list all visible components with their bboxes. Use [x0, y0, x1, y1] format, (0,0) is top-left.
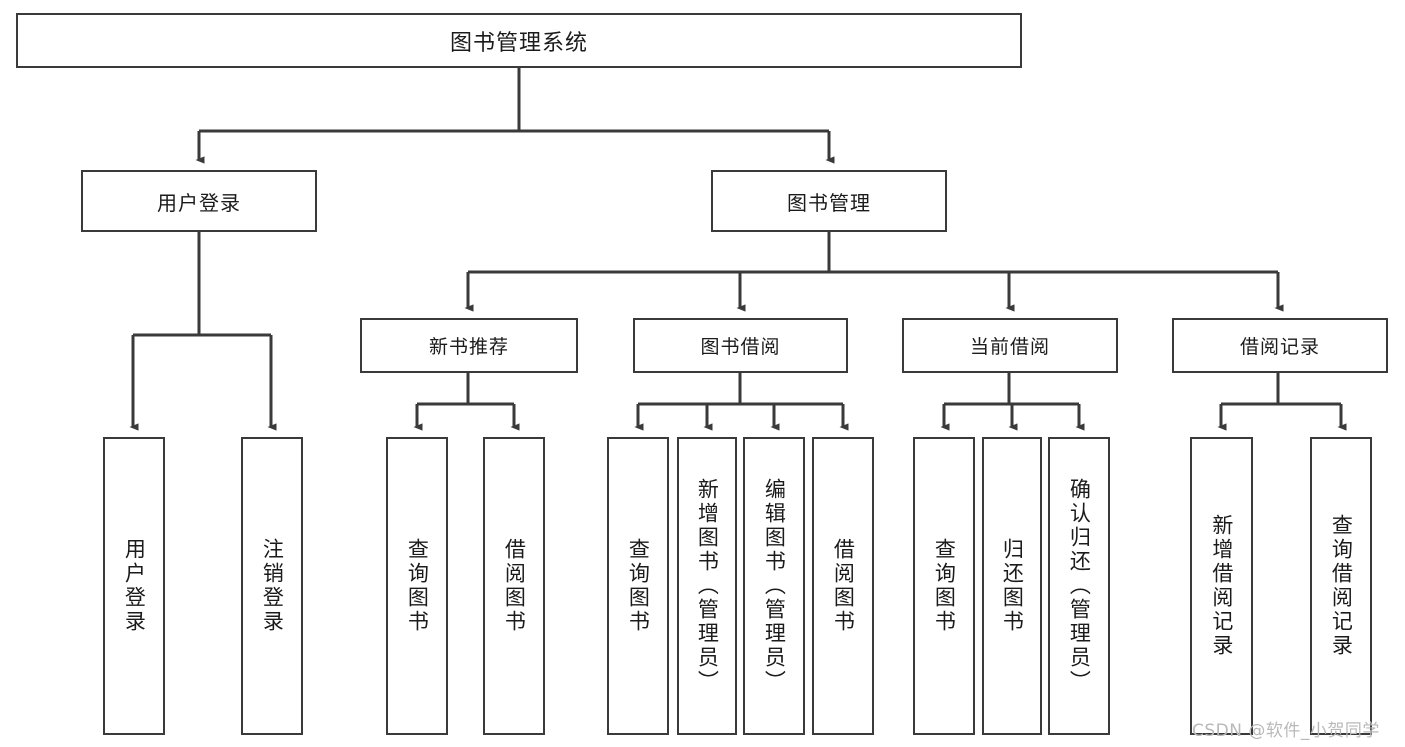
leaf-label: 归还图书	[1000, 538, 1025, 634]
leaf-label: 查询图书	[405, 538, 430, 634]
node-label: 借阅记录	[1239, 336, 1320, 358]
leaf-label: 查询图书	[626, 538, 651, 634]
node-label: 图书管理	[787, 190, 871, 215]
leaf-label: 编辑图书（管理员）	[762, 478, 787, 694]
node-borrow-record[interactable]: 借阅记录	[1172, 318, 1388, 373]
leaf-label: 确认归还（管理员）	[1067, 478, 1092, 694]
leaf-label: 新增借阅记录	[1209, 514, 1234, 658]
leaf-label: 查询借阅记录	[1329, 514, 1354, 658]
node-label: 图书借阅	[700, 336, 781, 358]
leaf-label: 借阅图书	[502, 538, 527, 634]
node-book-borrow[interactable]: 图书借阅	[633, 318, 848, 373]
leaf-node[interactable]: 编辑图书（管理员）	[743, 437, 805, 735]
leaf-label: 借阅图书	[831, 538, 856, 634]
node-root-label: 图书管理系统	[449, 30, 588, 56]
leaf-node[interactable]: 查询图书	[913, 437, 975, 735]
node-user-login[interactable]: 用户登录	[81, 170, 317, 232]
leaf-label: 用户登录	[122, 538, 147, 634]
node-current-borrow[interactable]: 当前借阅	[902, 318, 1118, 373]
leaf-node[interactable]: 借阅图书	[483, 437, 545, 735]
leaf-node[interactable]: 查询借阅记录	[1310, 437, 1372, 735]
leaf-node[interactable]: 新增图书（管理员）	[677, 437, 737, 735]
node-new-book-recommend[interactable]: 新书推荐	[360, 318, 578, 373]
node-label: 用户登录	[157, 190, 241, 215]
leaf-node[interactable]: 注销登录	[241, 437, 303, 735]
leaf-node[interactable]: 查询图书	[386, 437, 448, 735]
leaf-node[interactable]: 归还图书	[982, 437, 1042, 735]
leaf-node[interactable]: 用户登录	[103, 437, 165, 735]
leaf-node[interactable]: 新增借阅记录	[1190, 437, 1253, 735]
leaf-label: 新增图书（管理员）	[695, 478, 720, 694]
leaf-label: 查询图书	[932, 538, 957, 634]
node-book-management[interactable]: 图书管理	[711, 170, 947, 232]
leaf-node[interactable]: 借阅图书	[812, 437, 874, 735]
node-root[interactable]: 图书管理系统	[16, 13, 1022, 68]
node-label: 当前借阅	[969, 336, 1050, 358]
leaf-label: 注销登录	[260, 538, 285, 634]
leaf-node[interactable]: 查询图书	[607, 437, 669, 735]
node-label: 新书推荐	[428, 336, 509, 358]
leaf-node[interactable]: 确认归还（管理员）	[1048, 437, 1110, 735]
